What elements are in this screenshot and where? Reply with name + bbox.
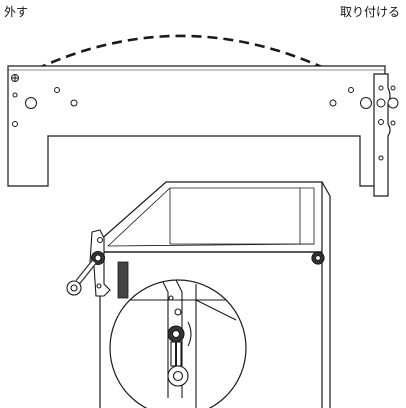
left-bracket-assembly [66,229,111,297]
side-panel-block [117,261,129,299]
bracket-plate [7,65,386,187]
label-attach: 取り付ける [339,5,400,19]
cabinet-top-rim [97,181,323,253]
cabinet-top-inner [106,187,315,247]
plate-holes [11,74,372,127]
label-remove: 外す [4,5,29,19]
side-bracket-holes [376,85,399,161]
right-knob-icon [311,251,325,265]
cabinet [97,181,331,408]
side-bracket [373,73,391,197]
magnified-detail [120,280,246,408]
